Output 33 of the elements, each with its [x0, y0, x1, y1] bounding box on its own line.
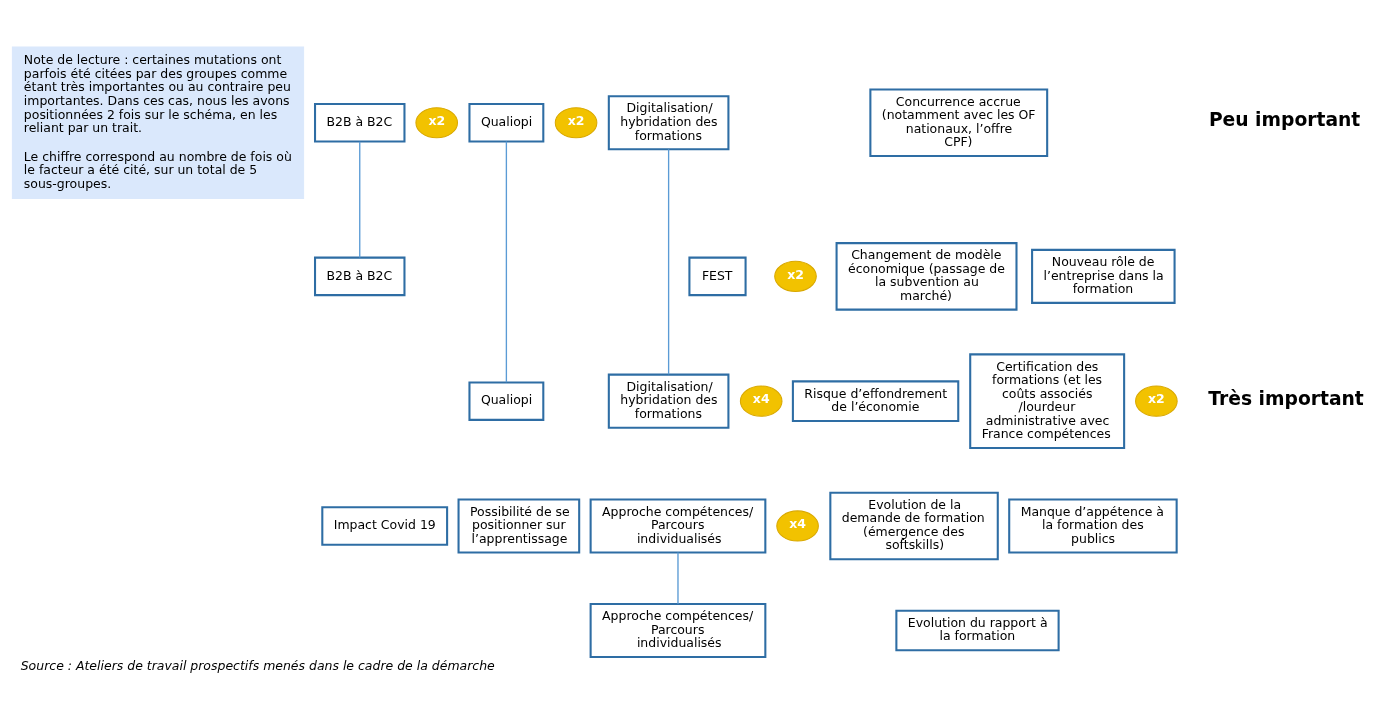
node-box: Risque d’effondrement de l’économie — [791, 380, 960, 422]
node-ellipse: x2 — [554, 107, 598, 139]
node-box: Impact Covid 19 — [321, 506, 449, 546]
connector — [667, 148, 670, 375]
node-box: Evolution de la demande de formation (émergence des softskills) — [829, 491, 999, 561]
node-box: B2B à B2C — [314, 103, 406, 143]
node-box: Changement de modèle économique (passage de la subvention au marché) — [835, 242, 1018, 311]
node-box: Note de lecture : certaines mutations ont parfois été citées par des groupes comme étant très importantes ou au contraire peu importantes. Dans ces cas, nous les avons positionnées 2 fois sur le schéma, en les reliant par un trait. Le chiffre correspond au nombre de fois où le facteur a été cité, sur un total de 5 sous-groupes. — [11, 46, 305, 200]
node-box: Approche compétences/ Parcours individualisés — [589, 498, 767, 554]
node-ellipse: x2 — [415, 107, 459, 139]
node-ellipse: x4 — [739, 385, 783, 417]
node-ellipse: x4 — [776, 510, 819, 542]
node-box: Evolution du rapport à la formation — [895, 609, 1060, 652]
node-box: Possibilité de se positionner sur l’apprentissage — [457, 498, 581, 554]
node-box: Digitalisation/ hybridation des formations — [607, 95, 730, 151]
node-box: Digitalisation/ hybridation des formations — [607, 373, 730, 429]
label: Très important — [1208, 387, 1364, 409]
node-box: FEST — [688, 256, 747, 297]
node-ellipse: x2 — [774, 260, 817, 292]
node-box: Manque d’appétence à la formation des publics — [1008, 498, 1178, 554]
caption: Source : Ateliers de travail prospectifs menés dans le cadre de la démarche — [20, 658, 495, 674]
connector — [505, 140, 508, 383]
connector — [677, 551, 679, 605]
node-box: Nouveau rôle de l’entreprise dans la formation — [1031, 248, 1176, 304]
connector — [359, 141, 361, 259]
node-box: B2B à B2C — [314, 256, 406, 297]
node-box: Approche compétences/ Parcours individualisés — [589, 602, 767, 659]
node-box: Certification des formations (et les coûts associés /lourdeur administrative avec France compétences — [969, 353, 1126, 449]
node-box: Concurrence accrue (notamment avec les OF nationaux, l’offre CPF) — [869, 88, 1049, 158]
label: Peu important — [1208, 109, 1361, 131]
node-box: Qualiopi — [468, 103, 545, 143]
node-box: Qualiopi — [468, 381, 545, 421]
node-ellipse: x2 — [1135, 385, 1178, 417]
